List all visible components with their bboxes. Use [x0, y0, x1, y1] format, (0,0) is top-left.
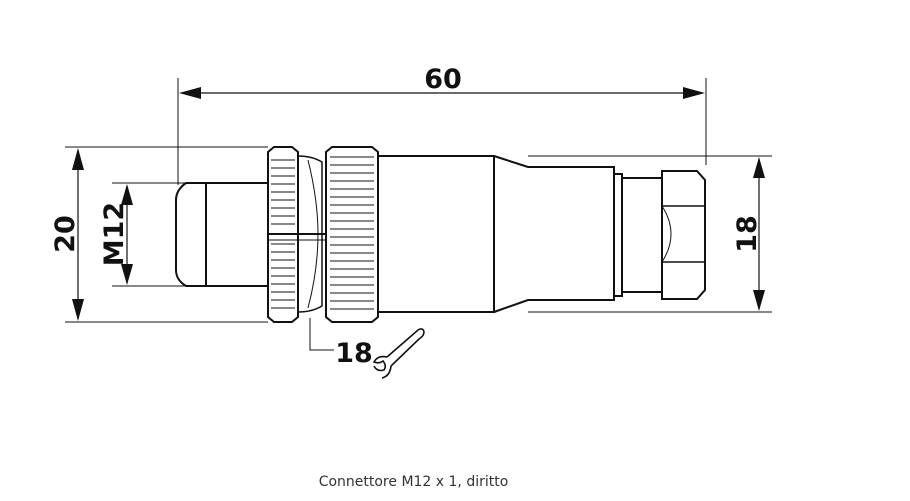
dimension-label-diameter: 20 [50, 215, 81, 253]
knurl-main [330, 156, 374, 310]
dimension-cable-diameter: 18 [528, 155, 772, 313]
dimension-wrench-size: 18 [309, 318, 425, 379]
dimension-label-cable: 18 [732, 215, 763, 253]
dimension-overall-length: 60 [177, 64, 707, 185]
dimension-label-length: 60 [424, 64, 462, 95]
knurl-left [271, 159, 295, 309]
wrench-icon [372, 328, 425, 379]
dimension-outer-diameter: 20 [50, 146, 268, 323]
dimension-thread: M12 [99, 182, 200, 287]
figure-caption: Connettore M12 x 1, diritto [318, 474, 509, 490]
connector-body [175, 146, 706, 323]
dimension-label-thread: M12 [99, 202, 130, 266]
dimension-label-wrench: 18 [335, 338, 373, 369]
